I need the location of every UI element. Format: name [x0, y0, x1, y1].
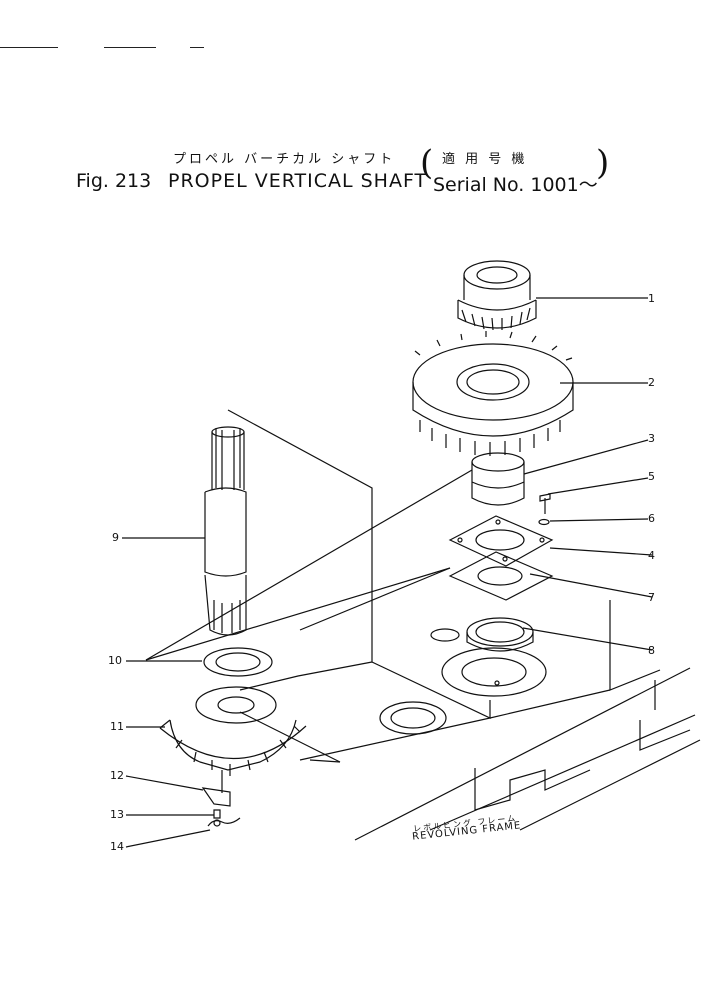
serial-japanese: 適 用 号 機	[442, 152, 528, 167]
callout-12: 12	[110, 769, 124, 782]
callout-3: 3	[648, 432, 655, 445]
header-rule-3	[190, 47, 204, 48]
callout-11: 11	[110, 720, 124, 733]
callout-9: 9	[112, 531, 119, 544]
left-paren: (	[420, 143, 434, 183]
header-rule-1	[0, 47, 58, 48]
callout-2: 2	[648, 376, 655, 389]
right-paren: )	[596, 143, 610, 183]
callout-5: 5	[648, 470, 655, 483]
callout-1: 1	[648, 292, 655, 305]
title-japanese: プロペル バーチカル シャフト	[173, 152, 396, 167]
callout-10: 10	[108, 654, 122, 667]
callout-7: 7	[648, 591, 655, 604]
callout-14: 14	[110, 840, 124, 853]
callout-6: 6	[648, 512, 655, 525]
serial-number: Serial No. 1001～	[433, 174, 598, 196]
figure-number: Fig. 213	[76, 170, 152, 192]
page-title: PROPEL VERTICAL SHAFT	[168, 170, 428, 192]
callout-4: 4	[648, 549, 655, 562]
callout-8: 8	[648, 644, 655, 657]
callout-13: 13	[110, 808, 124, 821]
header-rule-2	[104, 47, 156, 48]
